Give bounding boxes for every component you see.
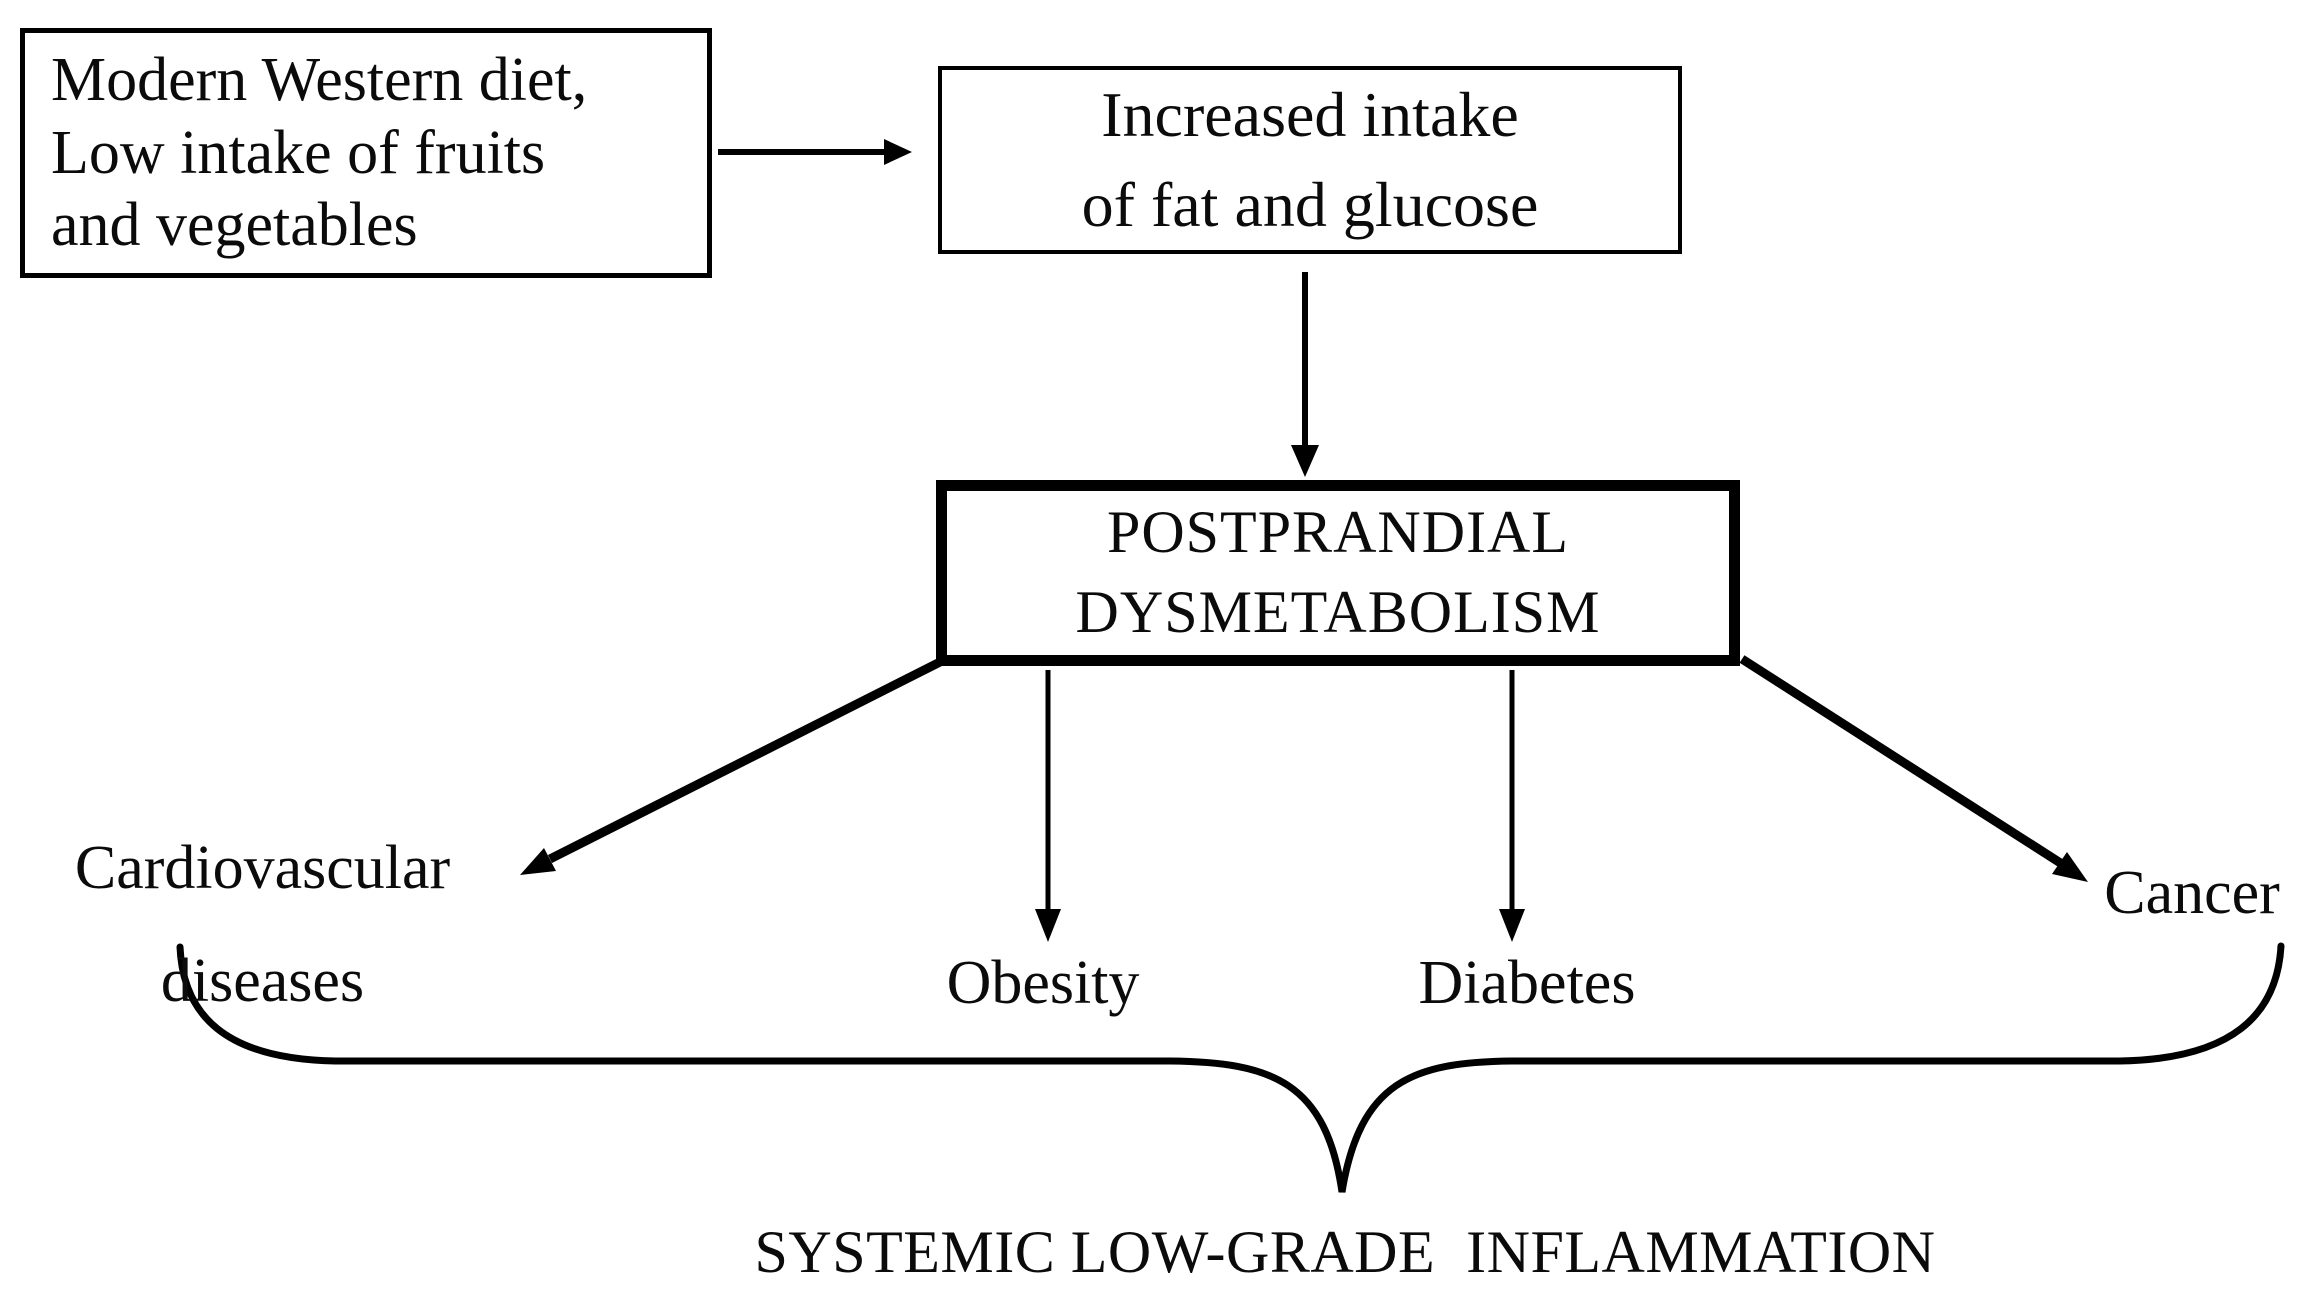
intake-box-label: Increased intake of fat and glucose — [1081, 79, 1539, 240]
arrow-source-to-intake — [718, 139, 912, 165]
arrow-dysmetabolism-to-obesity — [1035, 670, 1061, 942]
arrow-intake-to-dysmetabolism — [1291, 272, 1319, 477]
dysmetabolism-box-label: POSTPRANDIAL DYSMETABOLISM — [1075, 499, 1601, 645]
obesity-label: Obesity — [946, 949, 1140, 1017]
intake-box: Increased intake of fat and glucose — [938, 66, 1682, 254]
source-box: Modern Western diet, Low intake of fruit… — [20, 28, 712, 278]
arrow-dysmetabolism-to-cancer — [1739, 655, 2088, 882]
diabetes-label: Diabetes — [1418, 949, 1636, 1017]
brace-to-inflammation — [176, 942, 2285, 1193]
arrow-dysmetabolism-to-diabetes — [1499, 670, 1525, 942]
cardiovascular-label: Cardiovascular diseases — [74, 834, 451, 1015]
source-box-label: Modern Western diet, Low intake of fruit… — [51, 46, 588, 260]
cancer-label: Cancer — [2104, 859, 2280, 927]
dysmetabolism-box: POSTPRANDIAL DYSMETABOLISM — [936, 480, 1740, 666]
inflammation-label: SYSTEMIC LOW-GRADE INFLAMMATION — [754, 1219, 1936, 1285]
arrow-dysmetabolism-to-cardiovascular — [520, 656, 945, 875]
